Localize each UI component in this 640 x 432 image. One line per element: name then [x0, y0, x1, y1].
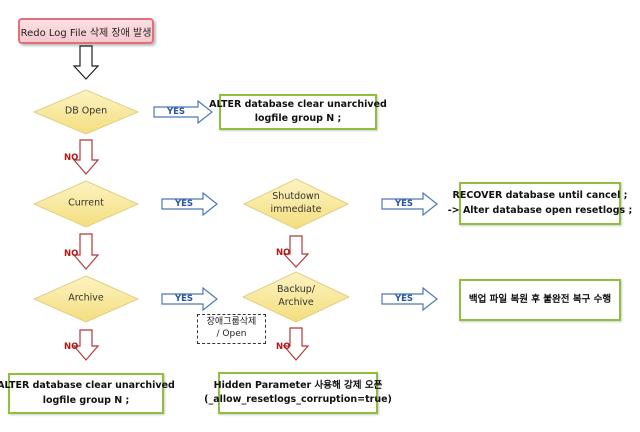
decision-current-label: Current: [68, 197, 104, 209]
decision-shutdown-line1: Shutdown: [272, 191, 320, 203]
arrow-yes-3: [381, 191, 438, 217]
group-delete-note-line2: / Open: [216, 329, 247, 339]
arrow-start-down: [72, 45, 100, 80]
arrow-yes-2: [161, 191, 218, 217]
yes-label-4: YES: [174, 294, 194, 304]
decision-backup-line2: Archive: [278, 297, 314, 308]
decision-archive: [32, 275, 140, 323]
decision-backup-line1: Backup/: [276, 284, 316, 296]
arrow-yes-4: [161, 286, 218, 312]
decision-shutdown-label: Shutdown immediate: [270, 191, 321, 217]
alter-clear-bottom-line1: ALTER database clear unarchived: [0, 380, 175, 392]
decision-db-open: [32, 89, 140, 135]
yes-label-3: YES: [394, 199, 414, 209]
no-label-4: NO: [276, 248, 291, 258]
no-label-2: NO: [64, 249, 79, 259]
hidden-parameter-line1: Hidden Parameter 사용해 강제 오픈: [213, 379, 383, 391]
recover-box: RECOVER database until cancel ; -> Alter…: [448, 182, 632, 225]
start-box: Redo Log File 삭제 장애 발생: [18, 18, 154, 44]
recover-line2: -> Alter database open resetlogs ;: [447, 204, 633, 216]
yes-label-5: YES: [394, 294, 414, 304]
decision-backup-label: Backup/ Archive: [277, 284, 315, 310]
no-label-5: NO: [276, 342, 291, 352]
yes-label-2: YES: [174, 199, 194, 209]
recover-line1: RECOVER database until cancel ;: [452, 190, 628, 202]
arrow-yes-1: [153, 99, 213, 125]
decision-shutdown: [242, 178, 350, 230]
restore-box: 백업 파일 복원 후 불완전 복구 수행: [459, 279, 621, 321]
arrow-no-2: [72, 233, 100, 270]
decision-current: [32, 180, 140, 228]
yes-label-1: YES: [166, 107, 186, 117]
decision-db-open-label: DB Open: [64, 105, 108, 117]
restore-line: 백업 파일 복원 후 불완전 복구 수행: [468, 293, 612, 305]
alter-clear-top-line2: logfile group N ;: [254, 113, 342, 124]
alter-clear-bottom-line2: logfile group N ;: [42, 394, 130, 406]
alter-clear-top-box: ALTER database clear unarchived logfile …: [209, 94, 387, 130]
arrow-no-5: [282, 327, 310, 361]
no-label-1: NO: [64, 153, 79, 163]
group-delete-note-line1: 장애그룹삭제: [206, 317, 257, 328]
group-delete-note: 장애그룹삭제 / Open: [197, 314, 266, 344]
arrow-no-1: [72, 139, 100, 175]
decision-backup: [241, 271, 351, 323]
decision-shutdown-line2: immediate: [270, 204, 322, 215]
alter-clear-bottom-box: ALTER database clear unarchived logfile …: [0, 373, 175, 414]
hidden-parameter-line2: (_allow_resetlogs_corruption=true): [204, 394, 392, 405]
decision-archive-label: Archive: [68, 292, 104, 304]
arrow-no-3: [72, 329, 100, 361]
arrow-yes-5: [381, 286, 438, 312]
hidden-parameter-box: Hidden Parameter 사용해 강제 오픈 (_allow_reset…: [204, 372, 392, 414]
arrow-no-4: [282, 235, 310, 268]
no-label-3: NO: [64, 342, 79, 352]
alter-clear-top-line1: ALTER database clear unarchived: [209, 98, 387, 110]
